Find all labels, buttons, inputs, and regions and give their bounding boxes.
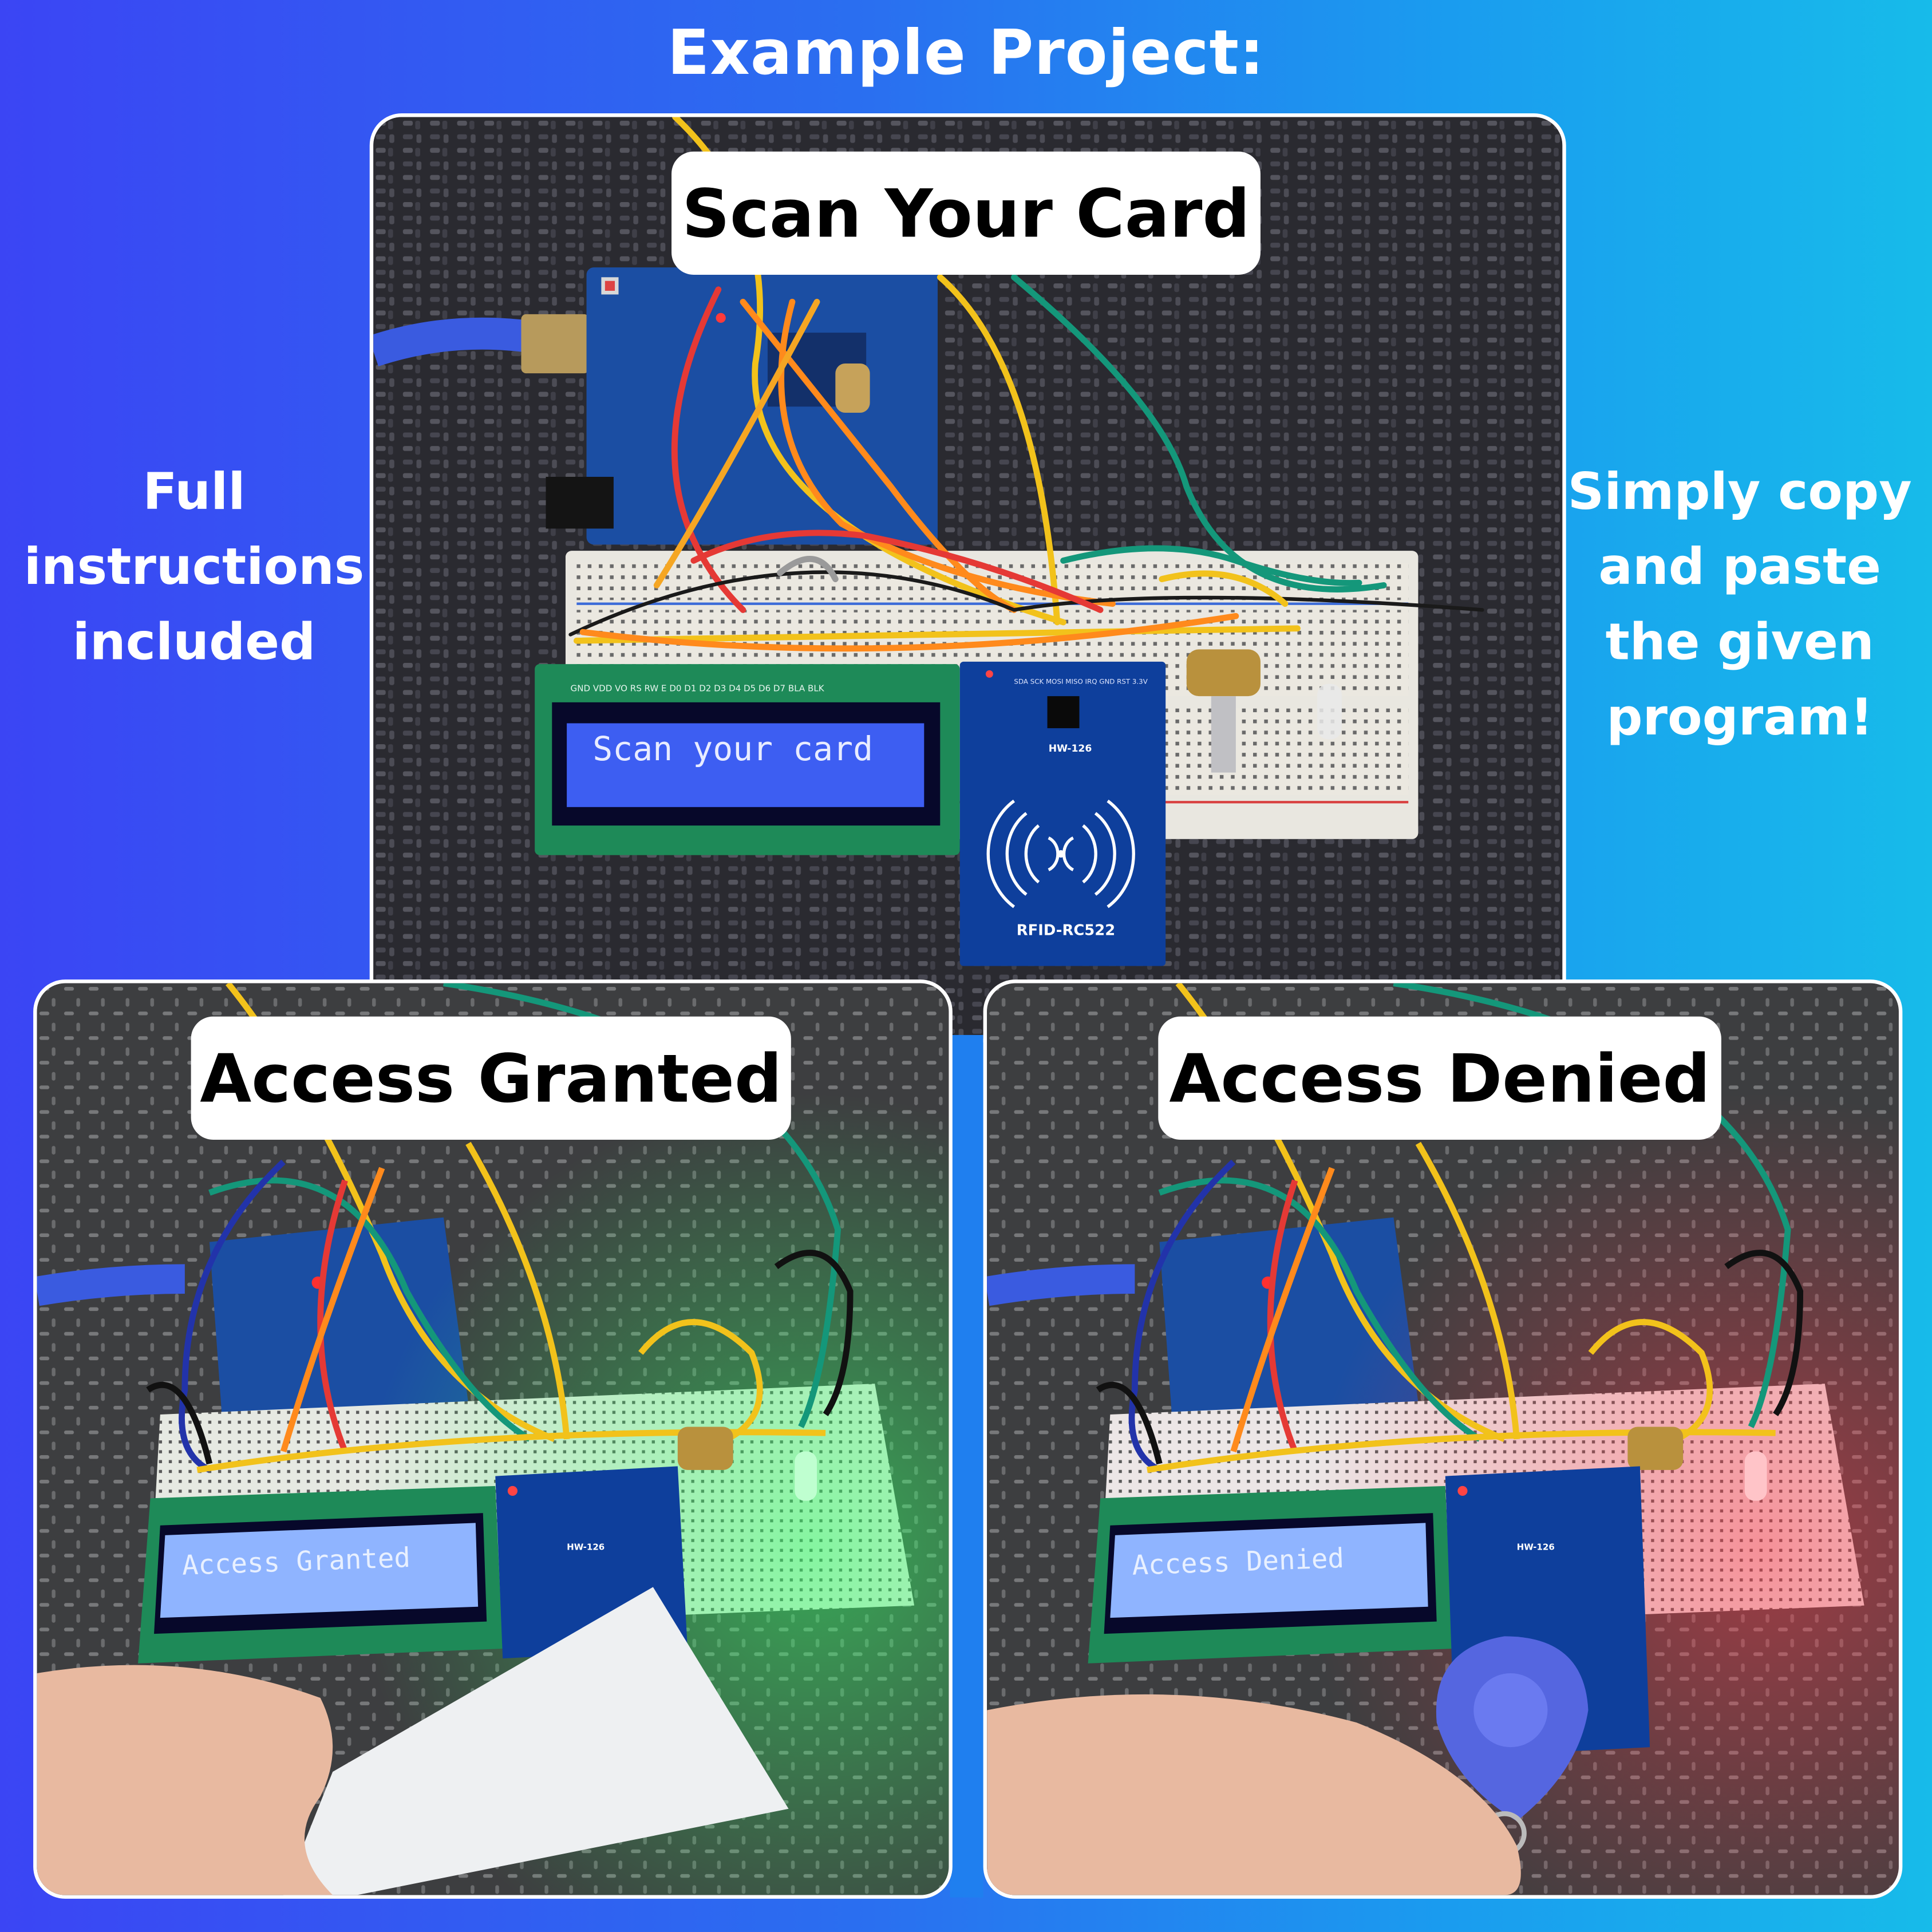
right-caption-line: the given bbox=[1605, 612, 1874, 672]
label-access-denied: Access Denied bbox=[1158, 1016, 1721, 1140]
rfid-card bbox=[283, 1587, 789, 1895]
page-title: Example Project: bbox=[667, 17, 1265, 89]
lcd-module: Access Denied bbox=[1088, 1485, 1453, 1664]
arduino-board bbox=[546, 267, 938, 545]
hand bbox=[37, 1665, 333, 1895]
label-scan-your-card: Scan Your Card bbox=[671, 151, 1261, 275]
rfid-board-label: HW-126 bbox=[567, 1542, 605, 1552]
led-lit-red bbox=[1744, 1451, 1767, 1501]
potentiometer bbox=[1186, 649, 1261, 773]
rfid-pin-labels: SDA SCK MOSI MISO IRQ GND RST 3.3V bbox=[1014, 678, 1147, 686]
left-caption-line: instructions bbox=[23, 537, 365, 596]
led bbox=[1317, 683, 1342, 740]
lcd-pin-labels: GND VDD VO RS RW E D0 D1 D2 D3 D4 D5 D6 … bbox=[571, 683, 825, 694]
right-caption-line: Simply copy bbox=[1567, 462, 1912, 521]
right-caption-line: and paste bbox=[1598, 537, 1882, 596]
lcd-text: Scan your card bbox=[592, 729, 873, 768]
right-caption: Simply copy and paste the given program! bbox=[1562, 455, 1917, 755]
photo-access-granted: Access Granted HW-126 bbox=[33, 979, 953, 1899]
usb-cable bbox=[373, 314, 589, 374]
lcd-module: Access Granted bbox=[138, 1485, 503, 1664]
hand bbox=[987, 1694, 1521, 1895]
rfid-module: SDA SCK MOSI MISO IRQ GND RST 3.3V HW-12… bbox=[959, 661, 1166, 966]
lcd-text: Access Denied bbox=[1132, 1543, 1345, 1582]
left-caption-line: included bbox=[72, 612, 316, 672]
antenna-wave-icon bbox=[986, 799, 1135, 908]
background-gap bbox=[950, 1035, 983, 1898]
rfid-model-label: RFID-RC522 bbox=[1017, 922, 1115, 939]
left-caption-line: Full bbox=[143, 462, 246, 521]
left-caption: Full instructions included bbox=[13, 455, 376, 680]
label-access-granted: Access Granted bbox=[191, 1016, 791, 1140]
rfid-board-label: HW-126 bbox=[1049, 743, 1092, 754]
lcd-module: GND VDD VO RS RW E D0 D1 D2 D3 D4 D5 D6 … bbox=[535, 664, 960, 855]
potentiometer bbox=[1627, 1427, 1684, 1470]
led-lit-green bbox=[795, 1451, 817, 1501]
rfid-keyfob bbox=[1436, 1636, 1589, 1856]
rfid-board-label: HW-126 bbox=[1517, 1542, 1555, 1552]
right-caption-line: program! bbox=[1606, 688, 1874, 747]
potentiometer bbox=[677, 1427, 733, 1470]
